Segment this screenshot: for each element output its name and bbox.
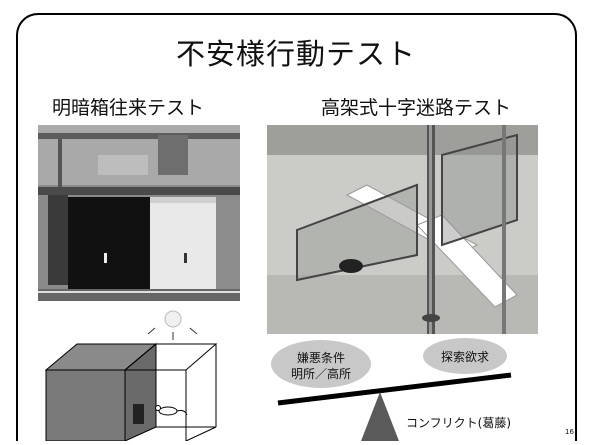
exploration-desire-label: 探索欲求	[440, 350, 489, 364]
conflict-balance-diagram: 嫌悪条件 明所／高所 探索欲求 コンフリクト(葛藤)	[258, 336, 578, 441]
elevated-plus-maze-subtitle: 高架式十字迷路テスト	[321, 97, 512, 119]
slide-frame	[16, 13, 577, 441]
light-dark-box-subtitle: 明暗箱往来テスト	[52, 97, 205, 119]
light-bulb-icon	[164, 310, 182, 328]
mouse-icon	[155, 405, 188, 416]
aversion-oval	[271, 340, 371, 388]
balance-beam	[277, 372, 512, 406]
aversion-label: 嫌悪条件 明所／高所	[275, 350, 367, 382]
bright-high-place-text: 明所／高所	[290, 367, 351, 381]
elevated-plus-maze-photo	[267, 125, 538, 334]
slide-title: 不安様行動テスト	[175, 37, 416, 71]
page-number: 16	[565, 428, 574, 436]
light-dark-box-photo	[38, 125, 240, 301]
conflict-label: コンフリクト(葛藤)	[406, 416, 512, 430]
fulcrum-triangle	[361, 392, 399, 441]
exploration-oval	[423, 338, 507, 374]
light-dark-box-diagram	[30, 310, 248, 442]
aversion-condition-text: 嫌悪条件	[296, 351, 345, 365]
